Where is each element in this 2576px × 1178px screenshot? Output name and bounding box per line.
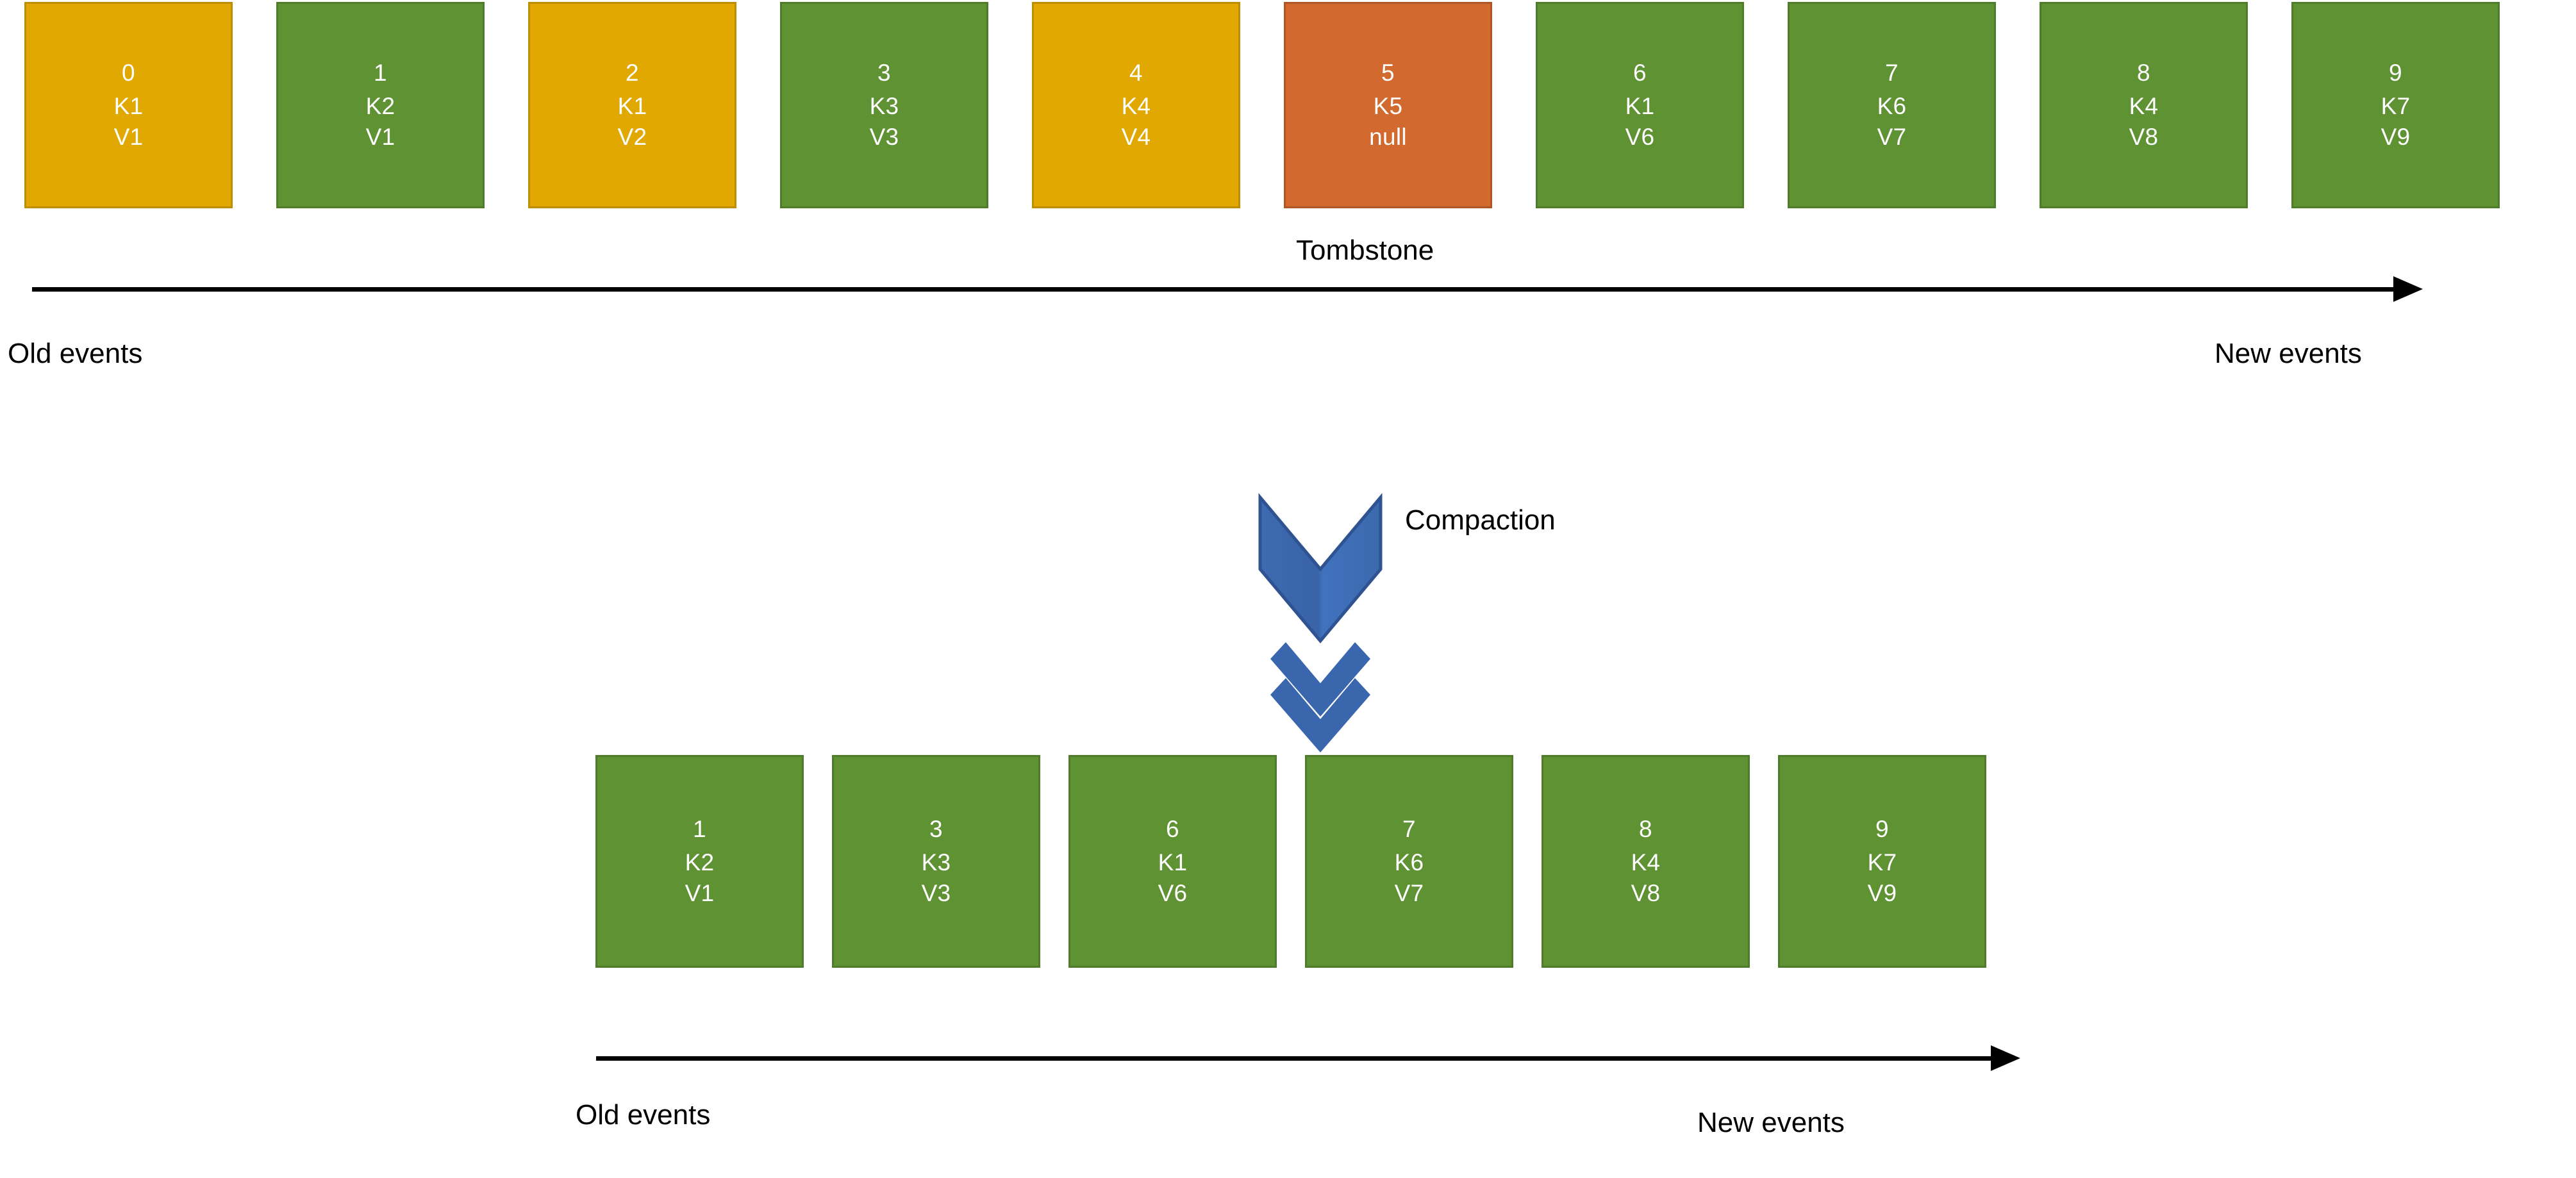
event-key: K7 xyxy=(1867,849,1897,875)
event-value: null xyxy=(1369,124,1407,151)
event-key: K1 xyxy=(1158,849,1188,875)
event-value: V2 xyxy=(617,124,647,151)
event-value: V7 xyxy=(1394,880,1424,907)
timeline-new-events-label-before: New events xyxy=(2215,338,2362,369)
event-offset: 9 xyxy=(2389,59,2402,86)
timeline-new-events-label-after: New events xyxy=(1697,1107,1845,1138)
event-offset: 2 xyxy=(626,59,639,86)
event-offset: 3 xyxy=(877,59,891,86)
event-key: K2 xyxy=(685,849,715,875)
event-value: V3 xyxy=(869,124,899,151)
event-value: V1 xyxy=(365,124,395,151)
event-value: V4 xyxy=(1121,124,1151,151)
event-offset: 4 xyxy=(1129,59,1143,86)
event-value: V8 xyxy=(2129,124,2159,151)
event-offset: 6 xyxy=(1633,59,1647,86)
event-key: K3 xyxy=(869,92,899,119)
event-value: V9 xyxy=(2381,124,2411,151)
event-key: K4 xyxy=(1631,849,1661,875)
timeline-old-events-label-after: Old events xyxy=(576,1099,711,1131)
event-offset: 9 xyxy=(1875,815,1889,842)
event-offset: 5 xyxy=(1381,59,1395,86)
event-key: K6 xyxy=(1877,92,1907,119)
event-key: K6 xyxy=(1394,849,1424,875)
event-key: K5 xyxy=(1373,92,1403,119)
timeline-shaft xyxy=(32,287,2398,292)
event-key: K4 xyxy=(1121,92,1151,119)
event-key: K1 xyxy=(1625,92,1655,119)
arrow-head-icon xyxy=(1991,1045,2020,1071)
event-offset: 8 xyxy=(2137,59,2150,86)
event-offset: 8 xyxy=(1639,815,1652,842)
event-offset: 6 xyxy=(1166,815,1179,842)
event-offset: 7 xyxy=(1885,59,1899,86)
timeline-old-events-label-before: Old events xyxy=(8,338,143,369)
event-key: K2 xyxy=(365,92,395,119)
event-offset: 1 xyxy=(374,59,387,86)
event-value: V6 xyxy=(1158,880,1188,907)
event-offset: 3 xyxy=(929,815,943,842)
event-key: K4 xyxy=(2129,92,2159,119)
event-offset: 0 xyxy=(122,59,135,86)
event-value: V6 xyxy=(1625,124,1655,151)
event-value: V7 xyxy=(1877,124,1907,151)
arrow-head-icon xyxy=(2393,276,2423,302)
double-chevron-down-icon xyxy=(1256,493,1384,752)
event-key: K3 xyxy=(921,849,951,875)
timeline-shaft xyxy=(596,1056,1995,1061)
event-key: K1 xyxy=(113,92,144,119)
event-value: V1 xyxy=(685,880,715,907)
event-value: V3 xyxy=(921,880,951,907)
event-offset: 7 xyxy=(1402,815,1416,842)
compaction-label: Compaction xyxy=(1405,504,1556,536)
event-key: K1 xyxy=(617,92,647,119)
event-value: V1 xyxy=(113,124,144,151)
event-offset: 1 xyxy=(693,815,706,842)
event-value: V8 xyxy=(1631,880,1661,907)
event-key: K7 xyxy=(2381,92,2411,119)
tombstone-label: Tombstone xyxy=(1296,235,1434,266)
event-value: V9 xyxy=(1867,880,1897,907)
